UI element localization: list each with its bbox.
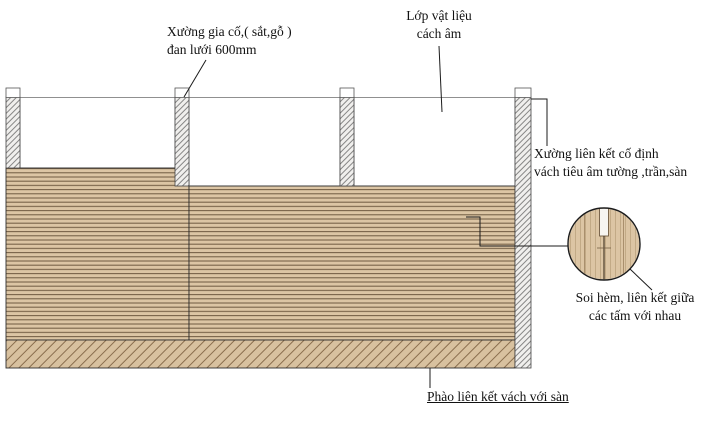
stud-cap-4 [514, 87, 532, 98]
label-groove-joint: Soi hèm, liên kết giữa các tấm với nhau [556, 289, 714, 325]
leader-groove-label [629, 268, 653, 291]
label-insulation-layer: Lớp vật liệu cách âm [396, 7, 482, 43]
groove-detail-content [568, 208, 640, 280]
skirting-board [5, 339, 516, 369]
label-fixing-line1: Xường liên kết cố định [534, 146, 659, 161]
insulation-cavity-3 [353, 97, 516, 187]
label-skirting-text: Phào liên kết vách với sàn [427, 389, 569, 404]
label-groove-line2: các tấm với nhau [588, 308, 682, 324]
leader-insulation [438, 45, 443, 113]
stud-cap-2 [174, 87, 190, 98]
frame-stud-3 [339, 96, 355, 187]
insulation-cavity-2 [188, 97, 341, 187]
label-fixing-line2: vách tiêu âm tường ,trần,sàn [534, 164, 688, 180]
acoustic-panel-left [5, 167, 190, 341]
leader-reinforcement [183, 59, 207, 98]
label-fixing-frame: Xường liên kết cố định vách tiêu âm tườn… [534, 145, 687, 181]
corner-fixing-stud [514, 96, 532, 369]
detail-circle-outline [567, 207, 641, 281]
frame-stud-1 [5, 96, 21, 169]
label-insulation-line1: Lớp vật liệu [406, 8, 472, 23]
label-insulation-line2: cách âm [416, 26, 462, 42]
label-reinforcement-frame: Xường gia cố,( sắt,gỗ ) đan lưới 600mm [167, 23, 292, 59]
leader-detail-callout [466, 216, 568, 247]
stud-cap-1 [5, 87, 21, 98]
label-skirting: Phào liên kết vách với sàn [427, 388, 569, 406]
stud-cap-3 [339, 87, 355, 98]
insulation-cavity-1 [19, 97, 176, 169]
label-reinforcement-line1: Xường gia cố,( sắt,gỗ ) [167, 24, 292, 39]
label-reinforcement-line2: đan lưới 600mm [167, 42, 257, 58]
acoustic-panel-right [188, 185, 516, 341]
label-groove-line1: Soi hèm, liên kết giữa [575, 290, 695, 305]
frame-stud-2 [174, 96, 190, 187]
leader-fixing-frame [531, 98, 548, 146]
